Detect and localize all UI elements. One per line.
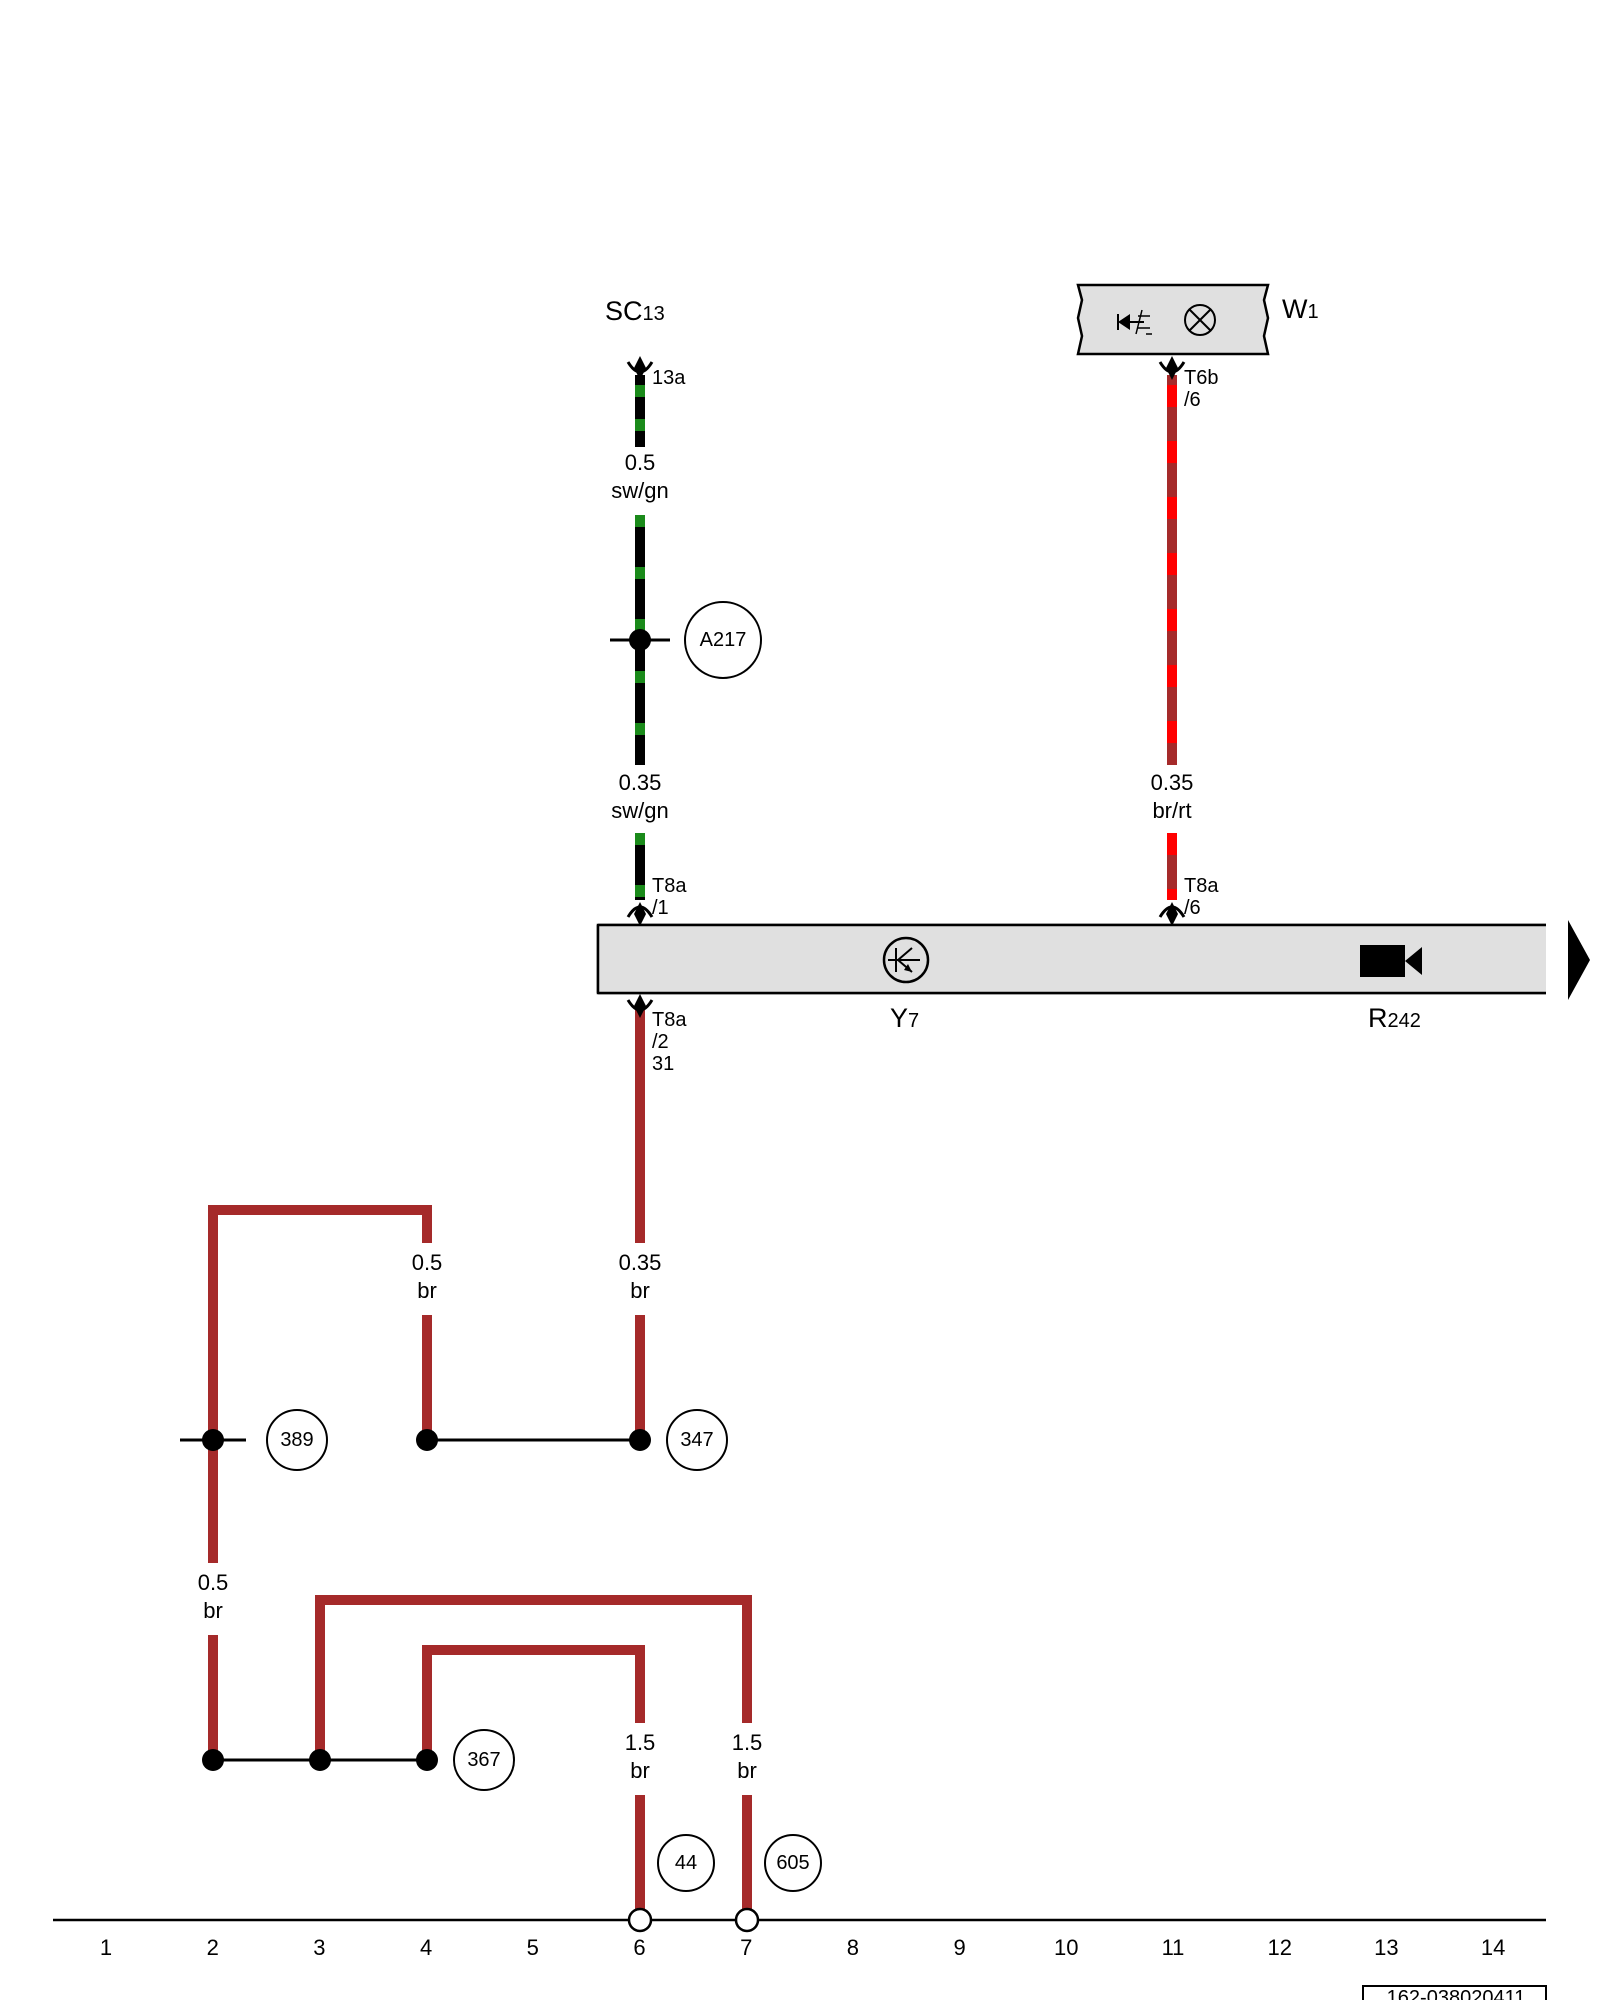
svg-text:sw/gn: sw/gn	[611, 798, 668, 823]
ruler-number-10: 10	[1054, 1935, 1078, 1960]
wire-label-t8a1: 0.35 sw/gn	[611, 770, 668, 823]
t8a-pin1-pin-label: /1	[652, 897, 669, 919]
svg-text:347: 347	[680, 1429, 713, 1451]
t8a-pin2-connector-label: T8a	[652, 1009, 687, 1031]
lamp-icon	[1184, 304, 1216, 336]
wire-label-c2: 0.5 br	[198, 1570, 229, 1623]
reference-bubble-44: 44	[657, 1834, 715, 1892]
wire-label-sc13: 0.5 sw/gn	[611, 450, 668, 503]
sc13-label: SC13	[605, 296, 665, 326]
splice-point-347-left	[416, 1429, 438, 1451]
t8a-pin6-connector-label: T8a	[1184, 875, 1219, 897]
ruler-number-2: 2	[207, 1935, 219, 1960]
reference-bubble-367: 367	[453, 1729, 515, 1791]
svg-text:44: 44	[675, 1852, 697, 1874]
svg-text:0.5: 0.5	[625, 450, 656, 475]
svg-text:0.5: 0.5	[412, 1250, 443, 1275]
wire-loop-br	[208, 1205, 432, 1440]
svg-text:br: br	[737, 1758, 757, 1783]
ruler-number-12: 12	[1267, 1935, 1291, 1960]
ruler-number-5: 5	[527, 1935, 539, 1960]
splice-point-a217	[629, 629, 651, 651]
ruler-number-7: 7	[740, 1935, 752, 1960]
svg-text:br: br	[630, 1278, 650, 1303]
t8a-pin2-terminal-number: 31	[652, 1053, 674, 1075]
svg-text:sw/gn: sw/gn	[611, 478, 668, 503]
wire-label-t8a2: 0.35 br	[619, 1250, 662, 1303]
t8a-pin2-terminal-icon	[626, 994, 654, 1018]
svg-text:367: 367	[467, 1749, 500, 1771]
ruler-number-8: 8	[847, 1935, 859, 1960]
svg-text:605: 605	[776, 1852, 809, 1874]
ruler-number-9: 9	[953, 1935, 965, 1960]
continuation-arrow-icon	[1568, 920, 1590, 1000]
wire-label-c6: 1.5 br	[625, 1730, 656, 1783]
w1-label: W1	[1282, 294, 1319, 324]
ruler-number-14: 14	[1481, 1935, 1505, 1960]
wire-label-t8a6: 0.35 br/rt	[1151, 770, 1194, 823]
document-id: 162-038020411	[1387, 1987, 1526, 2000]
interior-light-switch-icon	[1117, 309, 1152, 335]
r242-label: R242	[1368, 1003, 1421, 1033]
w1-component	[1076, 283, 1270, 356]
svg-text:br: br	[417, 1278, 437, 1303]
camera-icon	[1360, 945, 1422, 977]
ruler-number-3: 3	[313, 1935, 325, 1960]
splice-point-347-right	[629, 1429, 651, 1451]
t8a-pin6-pin-label: /6	[1184, 897, 1201, 919]
wire-label-c7: 1.5 br	[732, 1730, 763, 1783]
w1-pin-label: /6	[1184, 389, 1201, 411]
w1-connector-label: T6b	[1184, 367, 1218, 389]
splice-point-367-a	[202, 1749, 224, 1771]
mirror-dimming-icon	[882, 936, 930, 984]
splice-point-367-b	[309, 1749, 331, 1771]
t8a-pin1-connector-label: T8a	[652, 875, 687, 897]
svg-text:br/rt: br/rt	[1152, 798, 1191, 823]
svg-text:br: br	[630, 1758, 650, 1783]
ruler-number-6: 6	[633, 1935, 645, 1960]
ruler-number-11: 11	[1162, 1935, 1185, 1960]
svg-text:1.5: 1.5	[732, 1730, 763, 1755]
wire-c6-br	[422, 1645, 645, 1920]
document-id-box: 162-038020411	[1362, 1985, 1547, 2000]
svg-text:br: br	[203, 1598, 223, 1623]
t8a-pin6-terminal-icon	[1158, 902, 1186, 926]
t8a-pin1-terminal-icon	[626, 902, 654, 926]
svg-text:0.35: 0.35	[619, 1250, 662, 1275]
svg-text:0.35: 0.35	[619, 770, 662, 795]
ruler-number-13: 13	[1374, 1935, 1398, 1960]
ruler-number-4: 4	[420, 1935, 432, 1960]
splice-point-367-c	[416, 1749, 438, 1771]
svg-text:0.35: 0.35	[1151, 770, 1194, 795]
sc13-terminal-icon	[626, 356, 654, 380]
reference-bubble-605: 605	[764, 1834, 822, 1892]
y7-label: Y7	[890, 1003, 919, 1033]
ground-terminal-7	[734, 1907, 760, 1933]
reference-bubble-347: 347	[666, 1409, 728, 1471]
svg-text:1.5: 1.5	[625, 1730, 656, 1755]
t8a-pin2-pin-label: /2	[652, 1031, 669, 1053]
svg-text:389: 389	[280, 1429, 313, 1451]
camera-module-bar	[596, 923, 1546, 995]
ground-terminal-6	[627, 1907, 653, 1933]
splice-point-389	[202, 1429, 224, 1451]
svg-text:0.5: 0.5	[198, 1570, 229, 1595]
reference-bubble-a217: A217	[684, 601, 762, 679]
wire-c7-br	[315, 1595, 752, 1920]
ruler-number-1: 1	[100, 1935, 112, 1960]
w1-terminal-icon	[1158, 356, 1186, 380]
reference-bubble-389: 389	[266, 1409, 328, 1471]
sc13-pin-label: 13a	[652, 367, 686, 389]
svg-text:A217: A217	[700, 629, 747, 651]
wire-label-loop: 0.5 br	[412, 1250, 443, 1303]
